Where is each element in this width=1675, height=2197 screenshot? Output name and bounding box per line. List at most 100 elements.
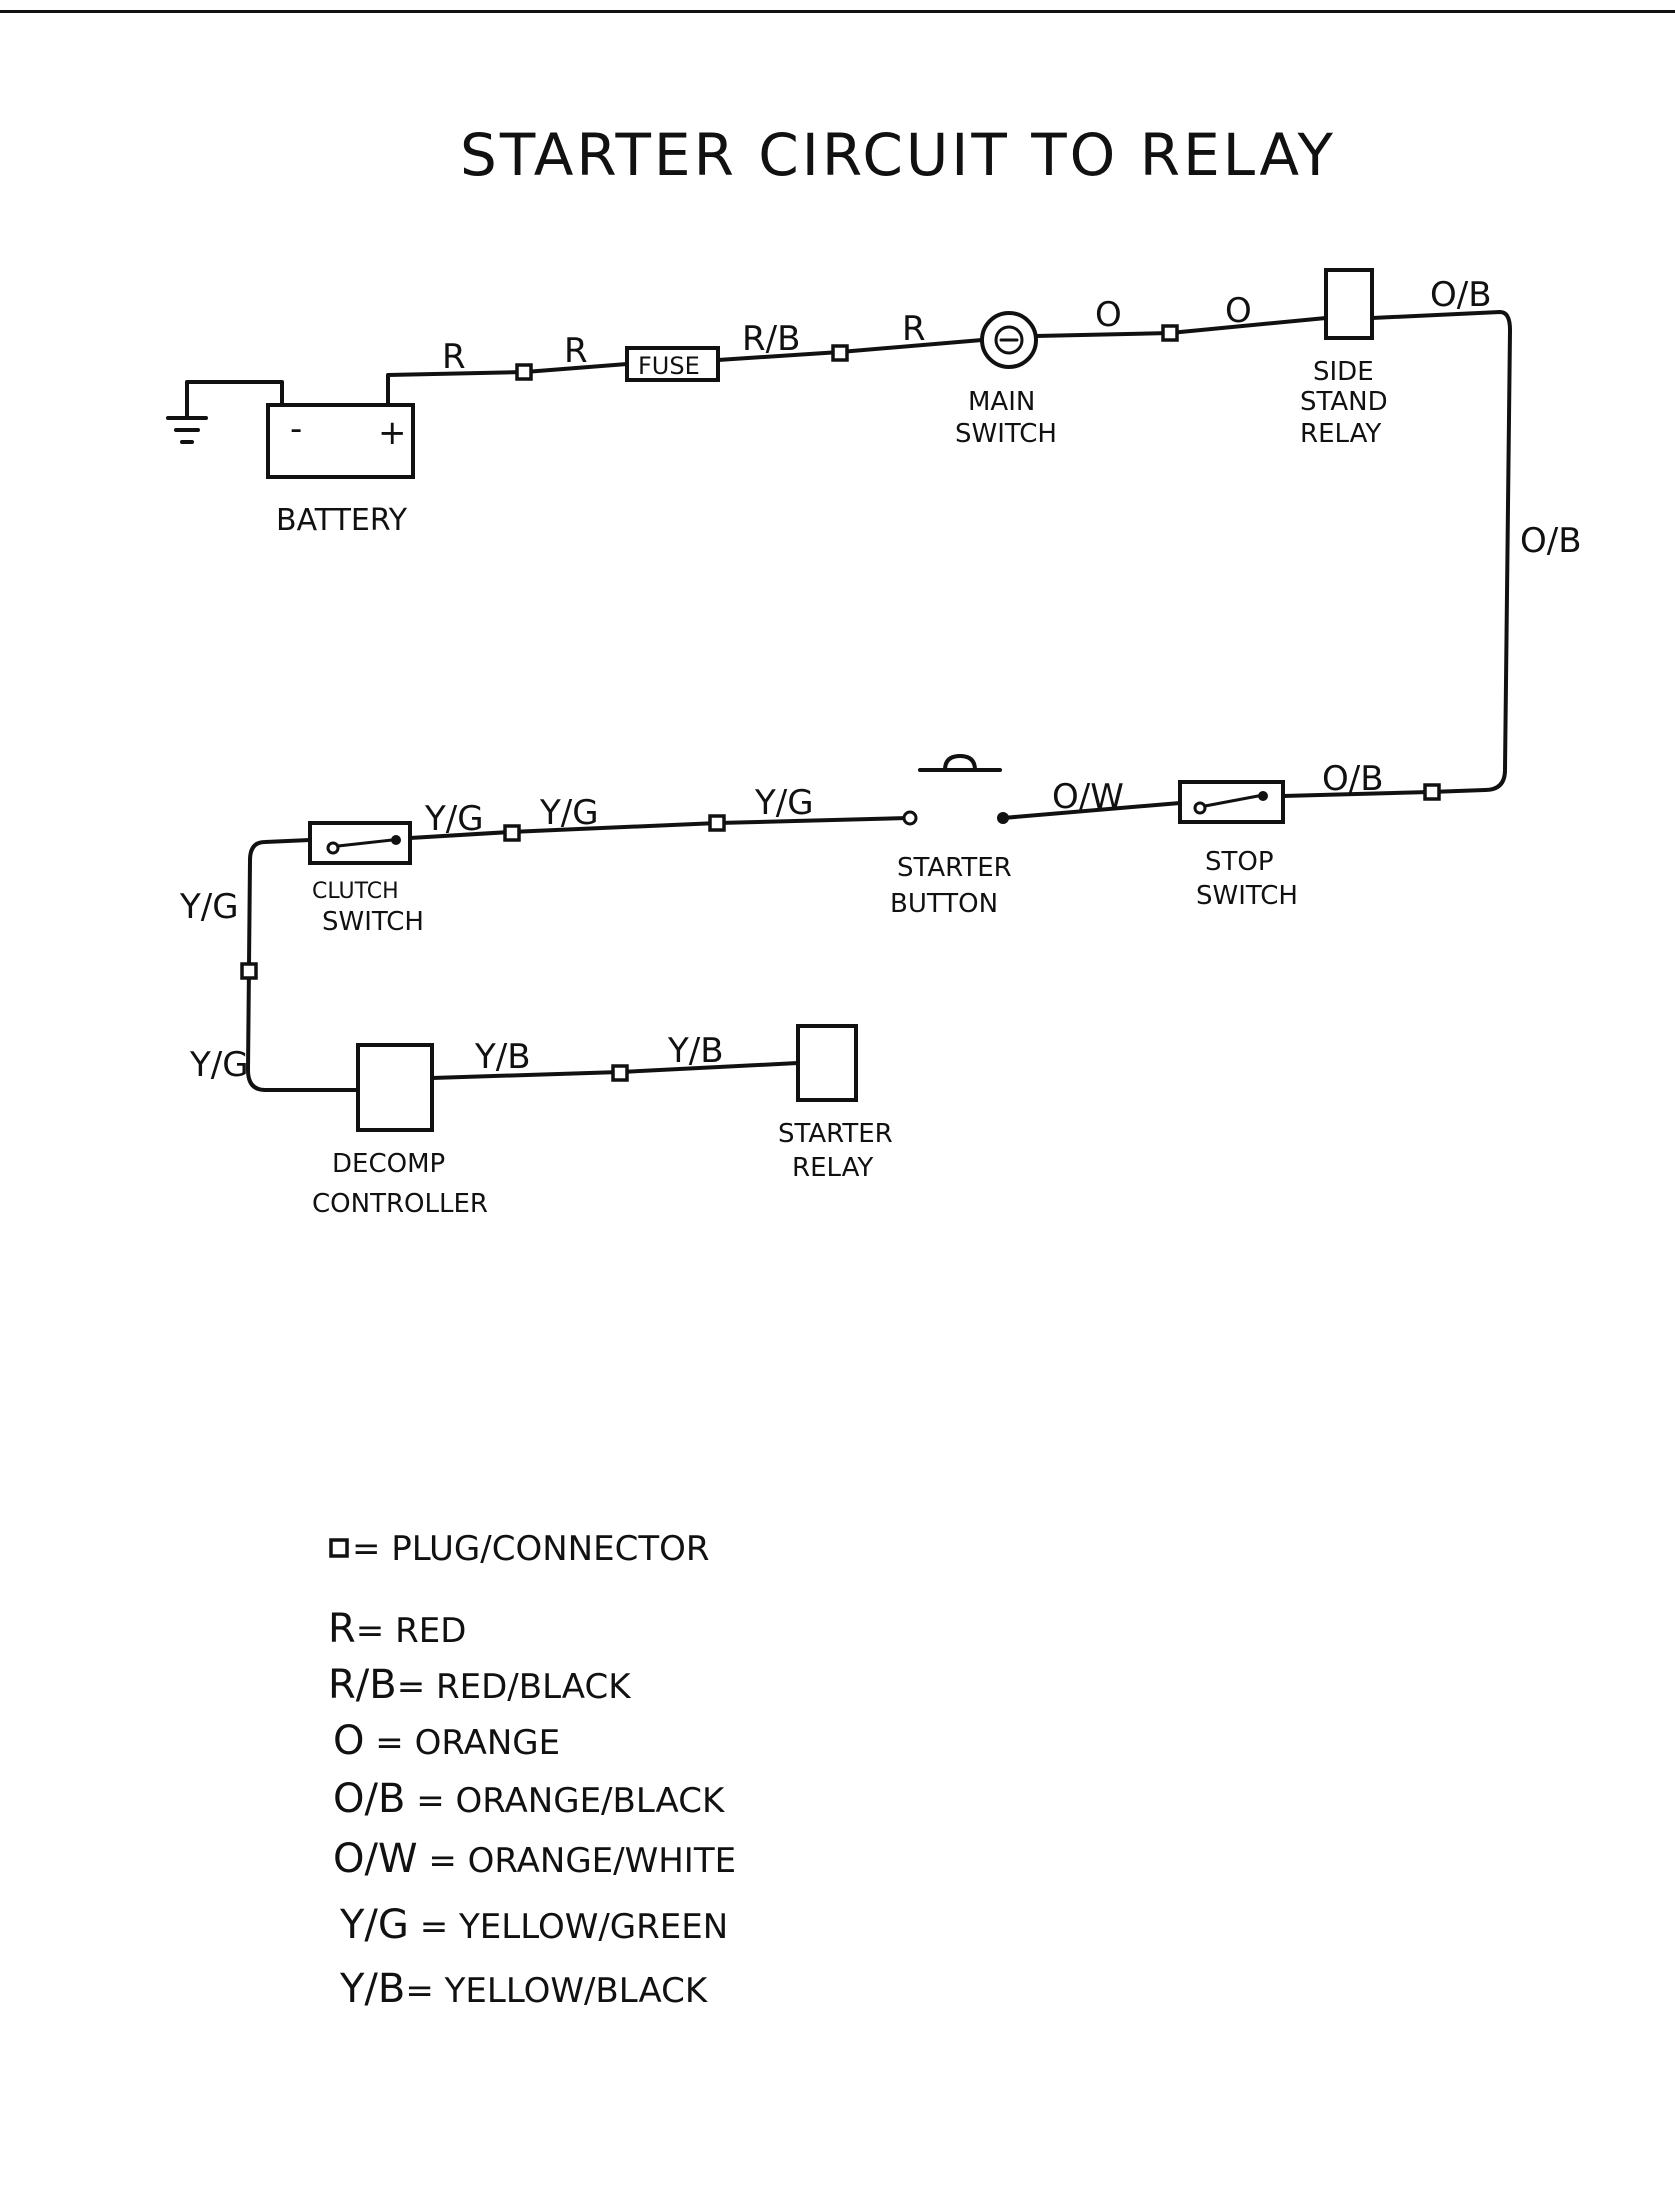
wire-label: Y/G: [189, 1045, 249, 1085]
legend-key: O: [333, 1718, 364, 1764]
plug-connector: [515, 363, 533, 381]
legend-value: RED: [395, 1611, 466, 1651]
wire-label: Y/G: [424, 799, 484, 839]
svg-text:O/W = ORANGE/WHITE: O/W = ORANGE/WHITE: [333, 1836, 736, 1882]
wire-label: O: [1095, 295, 1122, 335]
legend-separator: =: [418, 1841, 468, 1881]
legend-item: R= RED: [328, 1606, 466, 1652]
legend-value: YELLOW/BLACK: [444, 1971, 709, 2011]
stop-switch: [1178, 780, 1285, 824]
wire-label: O/W: [1052, 777, 1124, 817]
stop-switch-label: SWITCH: [1196, 881, 1298, 911]
svg-text:R/B= RED/BLACK: R/B= RED/BLACK: [328, 1662, 632, 1708]
wire-red-black: [716, 350, 842, 362]
wire-label: R: [902, 309, 926, 349]
diagram-title: STARTER CIRCUIT TO RELAY: [460, 121, 1336, 189]
battery: - +: [266, 403, 415, 479]
legend-item: O/B = ORANGE/BLACK: [333, 1776, 726, 1822]
legend: = PLUG/CONNECTOR R= RED R/B= RED/BLACK O…: [328, 1529, 736, 2012]
legend-separator: =: [397, 1667, 436, 1707]
wire-ground: [185, 380, 284, 420]
wire-label: Y/B: [667, 1031, 724, 1071]
wire-label: Y/G: [754, 783, 814, 823]
side-stand-relay-label: STAND: [1300, 387, 1388, 417]
plug-connector: [503, 824, 521, 842]
legend-key: R: [328, 1606, 356, 1652]
decomp-controller-label: DECOMP: [332, 1149, 445, 1179]
legend-key: R/B: [328, 1662, 397, 1708]
wire-label: O/B: [1430, 275, 1492, 315]
wire-label: O/B: [1520, 521, 1582, 561]
legend-value: PLUG/CONNECTOR: [391, 1529, 709, 1569]
legend-value: ORANGE/BLACK: [456, 1781, 726, 1821]
wire-red: [386, 362, 629, 407]
legend-value: RED/BLACK: [436, 1667, 632, 1707]
battery-negative-label: -: [290, 409, 302, 449]
main-switch-label: SWITCH: [955, 419, 1057, 449]
starter-relay-label: RELAY: [792, 1153, 873, 1183]
ground-icon: [166, 416, 208, 444]
clutch-switch-label: CLUTCH: [312, 879, 399, 904]
legend-separator: =: [409, 1907, 459, 1947]
plug-connector: [708, 814, 726, 832]
legend-key: O/W: [333, 1836, 418, 1882]
plug-connector: [611, 1064, 629, 1082]
wire-orange: [1034, 316, 1328, 338]
legend-plug-icon: [329, 1538, 349, 1558]
fuse-label: FUSE: [638, 352, 700, 380]
side-stand-relay: [1324, 268, 1374, 340]
wire-label: R: [442, 337, 466, 377]
wire-orange-white: [1001, 801, 1182, 820]
legend-value: YELLOW/GREEN: [458, 1907, 728, 1947]
svg-text:Y/B= YELLOW/BLACK: Y/B= YELLOW/BLACK: [339, 1966, 709, 2012]
wire-label: O/B: [1322, 759, 1384, 799]
plug-connector: [1161, 324, 1179, 342]
top-border-line: [0, 10, 1675, 13]
wire-label: Y/G: [179, 887, 239, 927]
svg-text:R= RED: R= RED: [328, 1606, 466, 1652]
plug-connector: [1423, 783, 1441, 801]
main-switch: [980, 311, 1038, 369]
main-switch-label: MAIN: [968, 387, 1035, 417]
legend-item: O/W = ORANGE/WHITE: [333, 1836, 736, 1882]
svg-text:O/B = ORANGE/BLACK: O/B = ORANGE/BLACK: [333, 1776, 726, 1822]
legend-separator: =: [352, 1529, 391, 1569]
svg-text:= PLUG/CONNECTOR: = PLUG/CONNECTOR: [352, 1529, 709, 1569]
wire-label: R/B: [742, 319, 800, 359]
starter-button: [902, 754, 1009, 826]
wire-label: Y/G: [539, 793, 599, 833]
legend-item: = PLUG/CONNECTOR: [329, 1529, 709, 1569]
legend-separator: =: [364, 1723, 414, 1763]
wire-yellow-green-vertical: [246, 838, 360, 1092]
legend-separator: =: [356, 1611, 395, 1651]
stop-switch-label: STOP: [1205, 847, 1274, 877]
battery-label: BATTERY: [276, 503, 408, 538]
decomp-controller: [356, 1043, 434, 1132]
legend-separator: =: [405, 1781, 455, 1821]
svg-text:O = ORANGE: O = ORANGE: [333, 1718, 560, 1764]
legend-key: Y/G: [339, 1902, 409, 1948]
legend-item: O = ORANGE: [333, 1718, 560, 1764]
legend-value: ORANGE/WHITE: [468, 1841, 736, 1881]
legend-separator: =: [405, 1971, 444, 2011]
legend-item: R/B= RED/BLACK: [328, 1662, 632, 1708]
starter-relay-label: STARTER: [778, 1119, 893, 1149]
plug-connector: [831, 344, 849, 362]
battery-positive-label: +: [378, 413, 407, 453]
starter-relay: [796, 1024, 858, 1102]
wire-orange-black: [1281, 310, 1512, 798]
decomp-controller-label: CONTROLLER: [312, 1189, 488, 1219]
starter-button-label: BUTTON: [890, 889, 998, 919]
plug-connector: [240, 962, 258, 980]
wire-label: O: [1225, 291, 1252, 331]
clutch-switch: [308, 821, 412, 865]
fuse: FUSE: [625, 346, 720, 382]
wire-yellow-green: [408, 816, 910, 840]
svg-text:Y/G = YELLOW/GREEN: Y/G = YELLOW/GREEN: [339, 1902, 728, 1948]
clutch-switch-label: SWITCH: [322, 907, 424, 937]
wire-red-2: [838, 338, 984, 354]
legend-value: ORANGE: [415, 1723, 561, 1763]
starter-button-label: STARTER: [897, 853, 1012, 883]
side-stand-relay-label: SIDE: [1313, 357, 1374, 387]
